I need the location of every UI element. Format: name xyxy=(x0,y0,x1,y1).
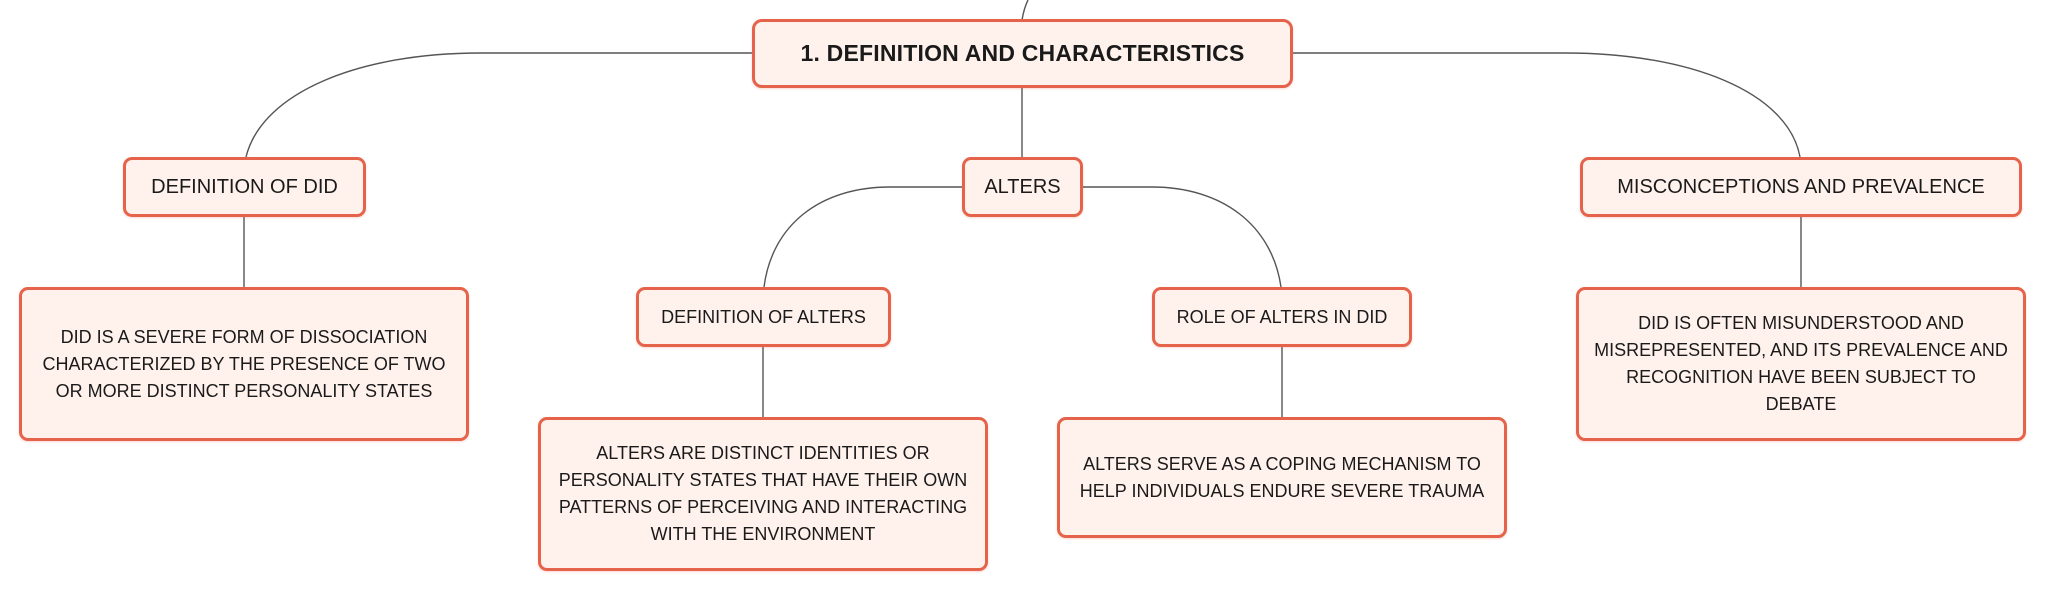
detail-misconceptions-and-prevalence[interactable]: DID IS OFTEN MISUNDERSTOOD AND MISREPRES… xyxy=(1576,287,2026,441)
connector-root-to-misconceptions xyxy=(1293,52,1801,158)
connector-alters-to-definition-of-alters xyxy=(763,186,962,288)
topic-definition-of-did[interactable]: DEFINITION OF DID xyxy=(123,157,366,217)
topic-alters[interactable]: ALTERS xyxy=(962,157,1083,217)
subtopic-definition-of-alters[interactable]: DEFINITION OF ALTERS xyxy=(636,287,891,347)
detail-role-of-alters-in-did[interactable]: ALTERS SERVE AS A COPING MECHANISM TO HE… xyxy=(1057,417,1507,538)
connector-alters-to-role-of-alters xyxy=(1083,186,1282,288)
connector-parent-to-root xyxy=(1021,0,1029,21)
subtopic-role-of-alters-in-did[interactable]: ROLE OF ALTERS IN DID xyxy=(1152,287,1412,347)
root-topic-node[interactable]: 1. DEFINITION AND CHARACTERISTICS xyxy=(752,19,1293,88)
topic-misconceptions-and-prevalence[interactable]: MISCONCEPTIONS AND PREVALENCE xyxy=(1580,157,2022,217)
connector-root-to-definition-of-did xyxy=(245,52,752,158)
detail-definition-of-alters[interactable]: ALTERS ARE DISTINCT IDENTITIES OR PERSON… xyxy=(538,417,988,571)
detail-definition-of-did[interactable]: DID IS A SEVERE FORM OF DISSOCIATION CHA… xyxy=(19,287,469,441)
